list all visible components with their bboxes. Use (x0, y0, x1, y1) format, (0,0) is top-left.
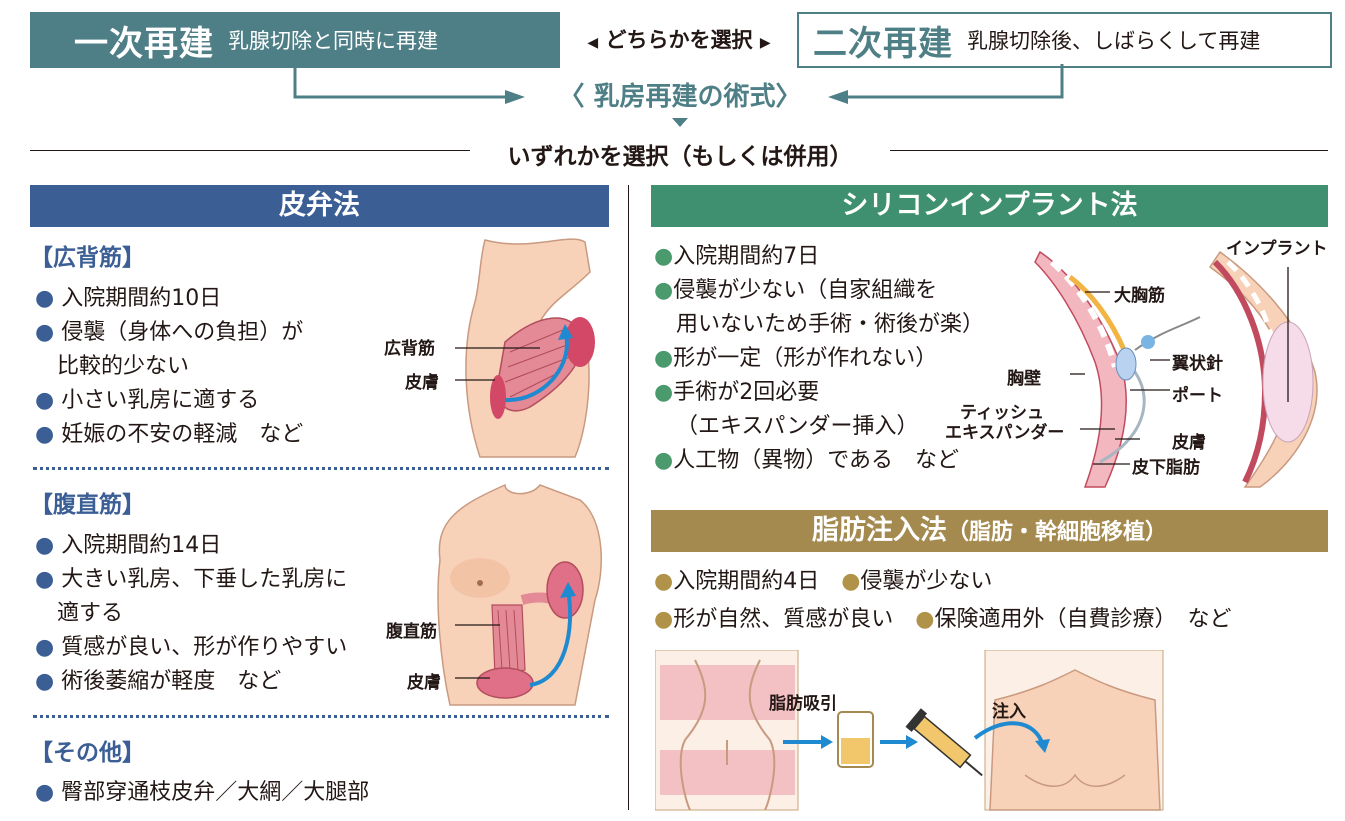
rectus-heading: 【腹直筋】 (30, 492, 145, 518)
right-arrow-icon: ▶ (759, 35, 771, 51)
choose-label: ◀ どちらかを選択 ▶ (562, 24, 796, 54)
rectus-skin-label: 皮膚 (407, 673, 441, 693)
implant-list: ●入院期間約7日 ●侵襲が少ない（自家組織を 用いないため手術・術後が楽） ●形… (654, 240, 984, 478)
other-heading: 【その他】 (30, 740, 145, 766)
rectus-illustration (437, 483, 602, 706)
other-list: ● 臀部穿通枝皮弁／大網／大腿部 (35, 776, 369, 810)
implant-label: インプラント (1226, 239, 1328, 259)
primary-title: 一次再建 (74, 23, 214, 64)
list-item: 比較的少ない (57, 354, 190, 379)
tissue-label-2: エキスパンダー (945, 423, 1065, 443)
skin-label: 皮膚 (1172, 433, 1206, 453)
list-item: ● 入院期間約14日 (35, 533, 222, 558)
latissimus-list: ● 入院期間約10日 ● 侵襲（身体への負担）が 比較的少ない ● 小さい乳房に… (35, 282, 303, 452)
list-item: ● 術後萎縮が軽度 など (35, 669, 282, 694)
needle-label: 翼状針 (1172, 354, 1223, 374)
secondary-desc: 乳腺切除後、しばらくして再建 (967, 29, 1261, 53)
fat-title: 脂肪注入法 (811, 515, 947, 546)
list-item: ●形が一定（形が作れない） (654, 346, 938, 371)
implant-illustration (1034, 250, 1318, 488)
list-item: ●侵襲が少ない（自家組織を (654, 278, 938, 303)
pectoralis-label: 大胸筋 (1114, 286, 1165, 306)
primary-desc: 乳腺切除と同時に再建 (228, 29, 438, 53)
list-item: ● 質感が良い、形が作りやすい (35, 635, 348, 660)
list-item: ● 妊娠の不安の軽減 など (35, 422, 304, 447)
methods-title: 〈 乳房再建の術式〉 (558, 82, 802, 112)
list-item: ●形が自然、質感が良い ●保険適用外（自費診療） など (654, 607, 1232, 632)
latissimus-muscle-label: 広背筋 (384, 339, 435, 359)
latissimus-illustration (455, 238, 595, 458)
fat-injection-illustration (655, 650, 1164, 811)
fat-list: ●入院期間約4日 ●侵襲が少ない ●形が自然、質感が良い ●保険適用外（自費診療… (654, 565, 1231, 637)
latissimus-heading: 【広背筋】 (30, 245, 145, 271)
dotted-separator (33, 715, 609, 718)
list-item: ●人工物（異物）である など (654, 448, 959, 473)
list-item: 適する (57, 601, 124, 626)
list-item: ●入院期間約7日 (654, 244, 820, 269)
implant-header: シリコンインプラント法 (651, 185, 1328, 227)
left-arrow-icon: ◀ (587, 35, 599, 51)
flap-header: 皮弁法 (30, 185, 609, 227)
secondary-reconstruction-banner: 二次再建 乳腺切除後、しばらくして再建 (797, 12, 1332, 68)
list-item: 用いないため手術・術後が楽） (676, 312, 985, 337)
secondary-title: 二次再建 (813, 23, 953, 64)
inject-label: 注入 (992, 702, 1026, 722)
list-item: ● 大きい乳房、下垂した乳房に (35, 567, 348, 592)
chest-wall-label: 胸壁 (1007, 369, 1041, 389)
list-item: ●手術が2回必要 (654, 380, 820, 405)
primary-reconstruction-banner: 一次再建 乳腺切除と同時に再建 (30, 12, 560, 68)
list-item: ●入院期間約4日 ●侵襲が少ない (654, 569, 993, 594)
tissue-label-1: ティッシュ (960, 403, 1044, 423)
suction-label: 脂肪吸引 (769, 694, 837, 714)
rectus-muscle-label: 腹直筋 (386, 622, 437, 642)
port-label: ポート (1172, 386, 1223, 406)
top-connector-arrows (293, 64, 1064, 127)
list-item: ● 侵襲（身体への負担）が (35, 320, 304, 345)
list-item: ● 臀部穿通枝皮弁／大網／大腿部 (35, 780, 370, 805)
fat-header: 脂肪注入法（脂肪・幹細胞移植） (651, 510, 1328, 552)
dotted-separator (33, 467, 609, 470)
either-label: いずれかを選択（もしくは併用） (470, 137, 890, 171)
list-item: ● 小さい乳房に適する (35, 388, 260, 413)
column-divider (628, 185, 629, 810)
list-item: （エキスパンダー挿入） (676, 414, 919, 439)
rectus-list: ● 入院期間約14日 ● 大きい乳房、下垂した乳房に 適する ● 質感が良い、形… (35, 529, 347, 699)
choose-text: どちらかを選択 (605, 28, 753, 52)
fat-label: 皮下脂肪 (1132, 458, 1200, 478)
list-item: ● 入院期間約10日 (35, 286, 222, 311)
fat-subtitle: （脂肪・幹細胞移植） (946, 520, 1167, 545)
latissimus-skin-label: 皮膚 (405, 373, 439, 393)
